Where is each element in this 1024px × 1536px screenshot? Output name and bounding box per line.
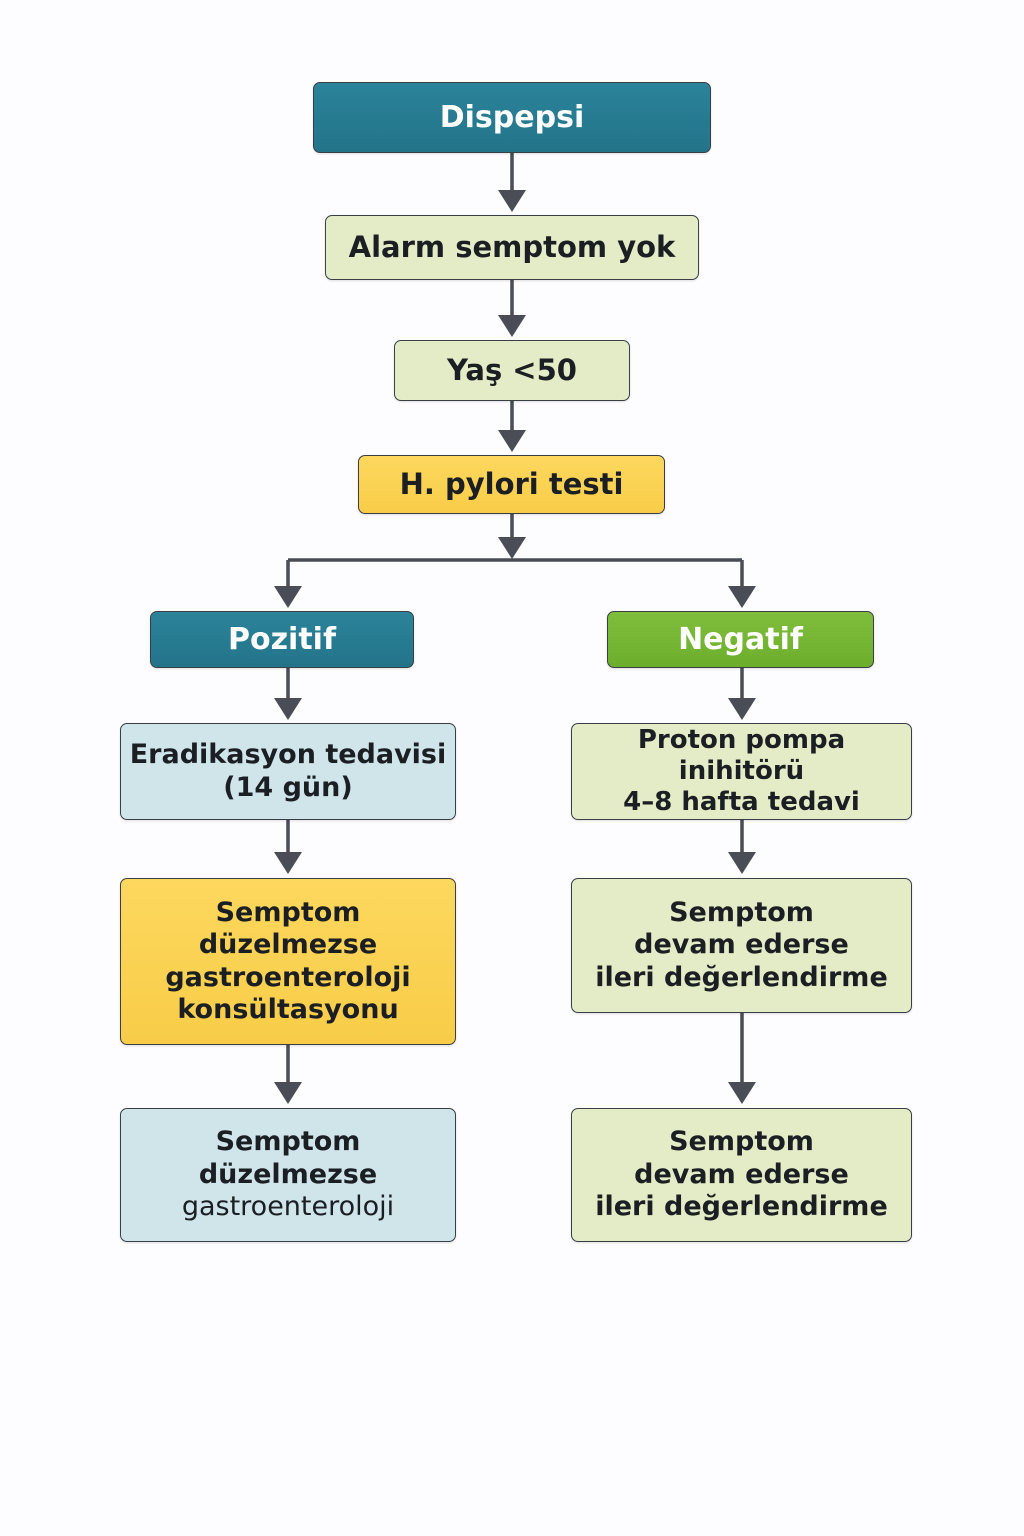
arrow-to-negative-arrowhead-icon [728, 586, 756, 608]
node-eradication: Eradikasyon tedavisi (14 gün) [120, 723, 456, 820]
arrow-consult-gastro-arrowhead-icon [274, 1082, 302, 1104]
node-label: ileri değerlendirme [595, 961, 888, 993]
node-label: gastroenteroloji [181, 1191, 395, 1223]
node-label: devam ederse [634, 929, 849, 961]
node-gastroenterology: Semptom düzelmezse gastroenteroloji [120, 1108, 456, 1242]
node-label: 4–8 hafta tedavi [623, 787, 860, 818]
arrow-to-positive-arrowhead-icon [274, 586, 302, 608]
node-alarm-symptom: Alarm semptom yok [325, 215, 699, 280]
arrow-alarm-age-arrowhead-icon [498, 315, 526, 337]
node-label: Semptom [215, 1126, 361, 1158]
node-label: Pozitif [227, 621, 337, 657]
node-label: Semptom [669, 1126, 814, 1158]
arrow-ppi-eval1-arrowhead-icon [728, 852, 756, 874]
node-label: (14 gün) [223, 771, 353, 803]
node-age: Yaş <50 [394, 340, 630, 401]
node-label: Semptom [215, 896, 361, 928]
node-negative: Negatif [607, 611, 874, 668]
node-label: ileri değerlendirme [595, 1191, 888, 1223]
node-label: düzelmezse [198, 929, 378, 961]
node-label: gastroenteroloji [165, 961, 411, 993]
node-label: Negatif [678, 621, 803, 657]
arrow-dispepsi-alarm-arrowhead-icon [498, 190, 526, 212]
arrow-positive-eradication-arrowhead-icon [274, 698, 302, 720]
node-dispepsi: Dispepsi [313, 82, 711, 153]
arrow-age-hpylori-arrowhead-icon [498, 430, 526, 452]
node-hpylori-test: H. pylori testi [358, 455, 665, 514]
node-consultation: Semptom düzelmezse gastroenteroloji kons… [120, 878, 456, 1045]
arrow-eradication-consult-arrowhead-icon [274, 852, 302, 874]
node-label: Eradikasyon tedavisi [129, 739, 447, 771]
arrow-hpylori-split-arrowhead-icon [498, 537, 526, 559]
node-further-evaluation-2: Semptom devam ederse ileri değerlendirme [571, 1108, 912, 1242]
node-positive: Pozitif [150, 611, 414, 668]
node-further-evaluation-1: Semptom devam ederse ileri değerlendirme [571, 878, 912, 1013]
node-label: Dispepsi [439, 99, 585, 135]
arrow-eval1-eval2-arrowhead-icon [728, 1082, 756, 1104]
arrow-negative-ppi-arrowhead-icon [728, 698, 756, 720]
node-label: düzelmezse [198, 1158, 378, 1190]
node-label: konsültasyonu [177, 993, 399, 1025]
node-label: Proton pompa inihitörü [637, 724, 846, 786]
node-label: Alarm semptom yok [348, 230, 676, 265]
node-ppi: Proton pompa inihitörü 4–8 hafta tedavi [571, 723, 912, 820]
node-label: Yaş <50 [447, 353, 577, 388]
node-label: H. pylori testi [399, 467, 624, 502]
node-label: devam ederse [634, 1158, 849, 1190]
node-label: Semptom [669, 896, 814, 928]
